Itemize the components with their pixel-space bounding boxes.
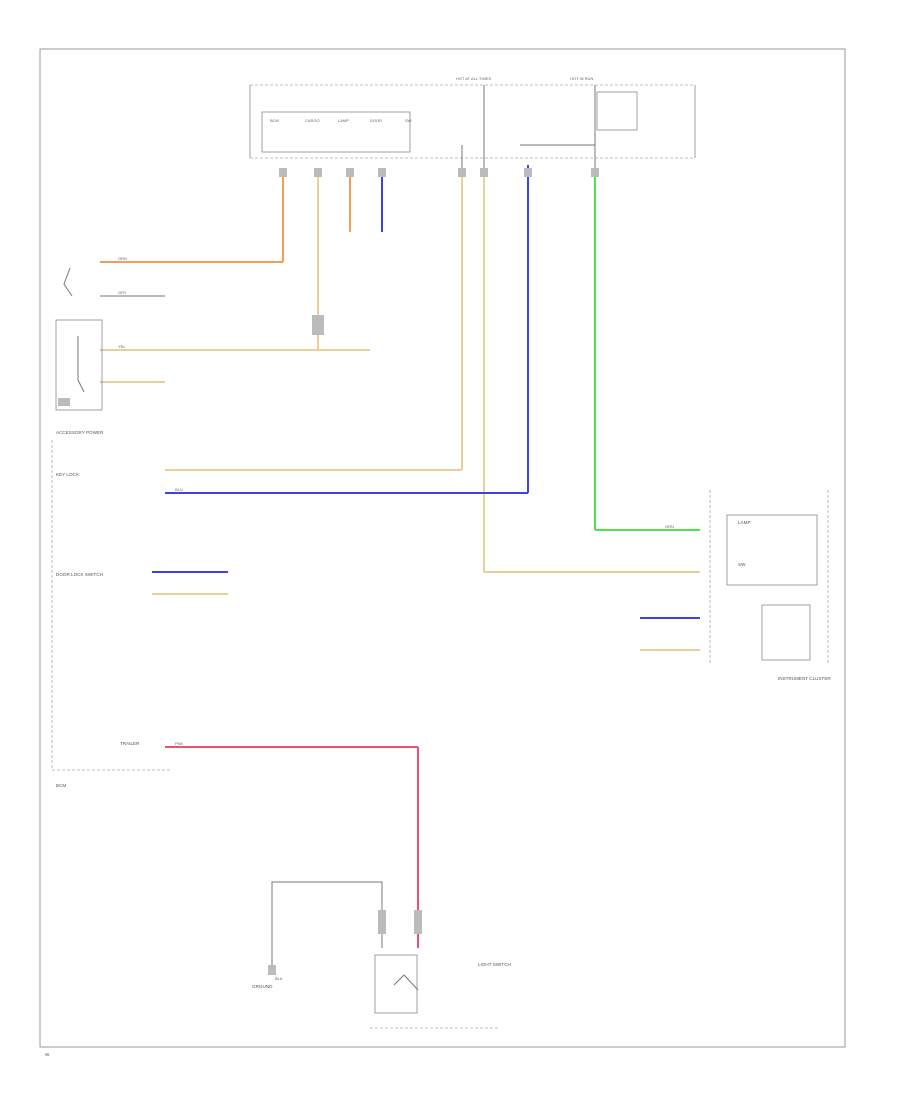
bcm-label-4: DOOR	[370, 118, 382, 123]
top-module-box	[249, 84, 696, 159]
diagram-frame	[39, 48, 846, 1048]
top-power-labels: HOT AT ALL TIMES HOT IN RUN	[456, 76, 593, 81]
instrument-cluster-label: INSTRUMENT CLUSTER	[778, 676, 831, 681]
bottom-switch: GROUND TRAILER LIGHT SWITCH	[120, 741, 511, 1029]
wire-label-pink: PNK	[175, 741, 184, 746]
light-switch-label: LIGHT SWITCH	[478, 962, 511, 967]
wire-label-black: BLK	[275, 976, 283, 981]
hot-at-all-times-label: HOT AT ALL TIMES	[456, 76, 491, 81]
wire-label-tan: YEL	[118, 344, 126, 349]
cluster-sw-label: SW	[738, 562, 746, 567]
diagram-footer-code: W	[45, 1052, 50, 1057]
wire-label-blue: BLU	[175, 487, 183, 492]
bcm-labels: BCM CARGO LAMP DOOR SW	[270, 118, 412, 123]
left-component: ACCESSORY POWER KEY LOCK DOOR LOCK SWITC…	[55, 267, 104, 788]
instrument-cluster: LAMP SW INSTRUMENT CLUSTER	[709, 490, 831, 681]
cluster-lamp-label: LAMP	[738, 520, 751, 525]
wire-label-green: GRN	[665, 524, 674, 529]
wire-label-gray: GRY	[118, 290, 127, 295]
door-lock-switch-label: DOOR LOCK SWITCH	[56, 572, 103, 577]
key-lock-label: KEY LOCK	[56, 472, 80, 477]
connectors	[58, 168, 599, 975]
hot-in-run-label: HOT IN RUN	[570, 76, 593, 81]
bcm-label-1: BCM	[270, 118, 279, 123]
trailer-label: TRAILER	[120, 741, 140, 746]
bcm-label-3: LAMP	[338, 118, 349, 123]
bcm-label-5: SW	[405, 118, 412, 123]
bcm-bottom-label: BCM	[56, 783, 66, 788]
gray-wires	[100, 85, 596, 970]
accessory-power-label: ACCESSORY POWER	[56, 430, 104, 435]
wire-labels: ORN YEL BLU GRN PNK GRY BLK	[118, 256, 674, 981]
ground-label: GROUND	[252, 984, 273, 989]
bcm-label-2: CARGO	[305, 118, 320, 123]
wire-label-orange: ORN	[118, 256, 127, 261]
